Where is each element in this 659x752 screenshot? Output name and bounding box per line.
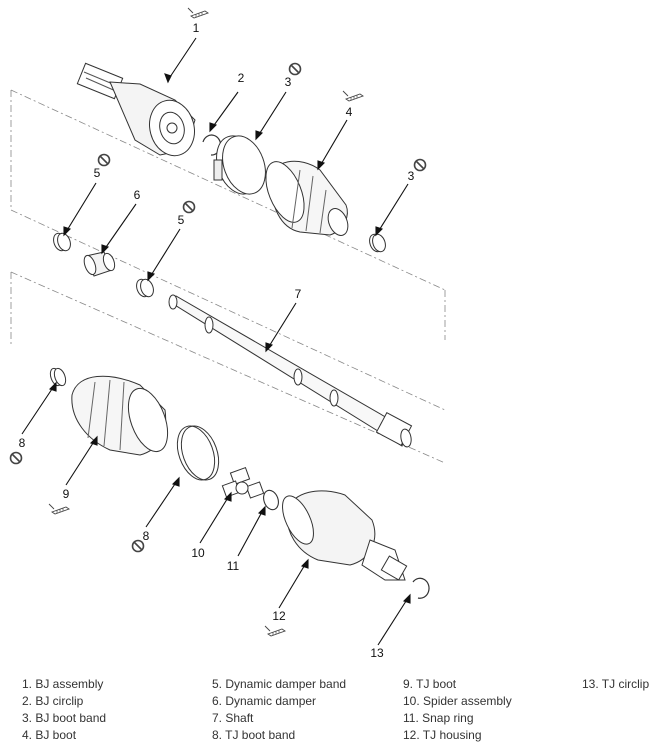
callout-5-left: 5: [94, 166, 101, 180]
tj-circlip-part: [412, 577, 430, 599]
do-not-reuse-icon: [9, 451, 23, 465]
bj-boot-band-part: [213, 135, 266, 195]
callout-8-right: 8: [143, 529, 150, 543]
do-not-reuse-icons: [9, 62, 427, 553]
do-not-reuse-icon: [288, 62, 302, 76]
tj-boot-part: [71, 375, 169, 456]
dynamic-damper-part: [83, 251, 116, 277]
legend-item: 7. Shaft: [212, 711, 254, 725]
callout-labels: 1 2 3 4 3 5 6 5 7 8 9 8 10 11 12 13: [19, 21, 415, 660]
callout-1: 1: [193, 21, 200, 35]
callout-10: 10: [191, 546, 205, 560]
legend-item: 10. Spider assembly: [403, 694, 512, 708]
grease-icon: [264, 625, 286, 637]
callout-5-right: 5: [178, 213, 185, 227]
do-not-reuse-icon: [131, 539, 145, 553]
spider-assembly-part: [221, 466, 265, 499]
legend-item: 2. BJ circlip: [22, 694, 84, 708]
legend-column-1: 1. BJ assembly 2. BJ circlip 3. BJ boot …: [22, 676, 106, 744]
callout-3-upper: 3: [285, 75, 292, 89]
legend-column-3: 9. TJ boot 10. Spider assembly 11. Snap …: [403, 676, 512, 744]
bj-assembly-part: [76, 62, 196, 157]
callout-2: 2: [238, 71, 245, 85]
legend-item: 11. Snap ring: [403, 711, 474, 725]
legend-item: 12. TJ housing: [403, 728, 482, 742]
dynamic-damper-band-part: [53, 232, 154, 298]
bj-circlip-part: [202, 134, 222, 156]
do-not-reuse-icon: [182, 200, 196, 214]
shaft-part: [168, 294, 413, 448]
leader-lines: [21, 37, 411, 646]
grease-icon: [48, 503, 70, 515]
callout-12: 12: [272, 609, 286, 623]
grease-icon: [187, 7, 209, 19]
callout-13: 13: [370, 646, 384, 660]
tj-boot-band-part: [176, 425, 220, 481]
upper-panel-outline: [10, 89, 446, 464]
legend-item: 9. TJ boot: [403, 677, 457, 691]
bj-boot-part: [265, 160, 349, 236]
legend-column-4: 13. TJ circlip: [582, 676, 649, 693]
legend-item: 3. BJ boot band: [22, 711, 107, 725]
callout-3-right: 3: [408, 169, 415, 183]
callout-6: 6: [134, 188, 141, 202]
legend-item: 6. Dynamic damper: [212, 694, 317, 708]
tj-boot-band-small-part: [49, 367, 67, 387]
legend-item: 8. TJ boot band: [212, 728, 296, 742]
callout-11: 11: [227, 559, 240, 573]
legend-item: 5. Dynamic damper band: [212, 677, 347, 691]
snap-ring-part: [263, 489, 279, 511]
callout-8-left: 8: [19, 436, 26, 450]
legend-item: 1. BJ assembly: [22, 677, 104, 691]
exploded-drive-shaft-diagram: 1 2 3 4 3 5 6 5 7 8 9 8 10 11 12 13: [9, 7, 446, 660]
tj-housing-part: [282, 490, 408, 581]
legend-item: 13. TJ circlip: [582, 677, 650, 691]
callout-9: 9: [63, 487, 70, 501]
callout-4: 4: [346, 105, 353, 119]
bj-boot-band-small-part: [369, 233, 386, 253]
do-not-reuse-icon: [413, 158, 427, 172]
parts-legend: 1. BJ assembly 2. BJ circlip 3. BJ boot …: [0, 676, 659, 752]
grease-icon: [342, 90, 364, 102]
legend-column-2: 5. Dynamic damper band 6. Dynamic damper…: [212, 676, 346, 744]
do-not-reuse-icon: [97, 153, 111, 167]
legend-item: 4. BJ boot: [22, 728, 77, 742]
callout-7: 7: [295, 287, 302, 301]
